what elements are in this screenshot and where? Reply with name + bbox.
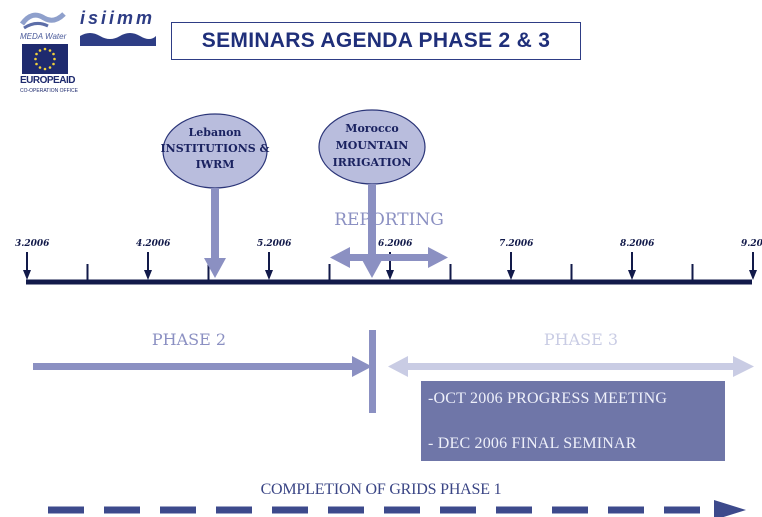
timeline-tick-labels: 3.2006 4.2006 5.2006 6.2006 7.2006 8.2006 9.20… xyxy=(15,239,762,249)
month-tick-label: 4.2006 xyxy=(136,239,171,249)
month-tick-label: 5.2006 xyxy=(257,239,292,249)
grids-completion-label: COMPLETION OF GRIDS PHASE 1 xyxy=(260,481,502,498)
month-tick-head xyxy=(23,270,31,280)
month-tick-head xyxy=(144,270,152,280)
dec-final-seminar-text: - DEC 2006 FINAL SEMINAR xyxy=(428,435,637,452)
grids-dashed-arrow xyxy=(48,500,746,517)
reporting-label: REPORTING xyxy=(334,210,444,230)
lebanon-line-2: INSTITUTIONS & xyxy=(161,142,270,155)
cooperation-office-text: CO-OPERATION OFFICE xyxy=(20,88,78,94)
oct-progress-meeting-text: -OCT 2006 PROGRESS MEETING xyxy=(428,390,668,407)
month-tick-label: 6.2006 xyxy=(378,239,413,249)
month-tick-label: 9.2006 xyxy=(741,239,762,249)
meda-water-wave-icon xyxy=(19,12,66,30)
phase3-label: PHASE 3 xyxy=(544,330,618,349)
month-tick-head xyxy=(749,270,757,280)
month-tick-label: 8.2006 xyxy=(620,239,655,249)
morocco-line-3: IRRIGATION xyxy=(333,156,412,169)
timeline-ticks xyxy=(23,252,757,282)
page-title: SEMINARS AGENDA PHASE 2 & 3 xyxy=(171,22,581,60)
reporting-arrow: REPORTING xyxy=(330,210,448,268)
lebanon-arrow-shaft xyxy=(211,188,219,260)
eu-flag-icon xyxy=(22,44,68,74)
lebanon-line-3: IWRM xyxy=(196,158,235,171)
isiimm-wave-icon xyxy=(80,33,156,46)
phase3-arrow: PHASE 3 xyxy=(388,330,754,377)
morocco-line-2: MOUNTAIN xyxy=(336,139,409,152)
lebanon-event: Lebanon INSTITUTIONS & IWRM xyxy=(161,113,270,278)
phase2-arrow: PHASE 2 xyxy=(33,330,372,377)
morocco-arrow-head xyxy=(361,258,383,278)
phase3-events-box: -OCT 2006 PROGRESS MEETING - DEC 2006 FI… xyxy=(421,381,725,461)
logo-group: MEDA Water EUROPEAID CO-OPERATION OFFICE… xyxy=(0,0,160,110)
lebanon-arrow-head xyxy=(204,258,226,278)
phase2-label: PHASE 2 xyxy=(152,330,226,349)
lebanon-line-1: Lebanon xyxy=(189,126,242,139)
meda-water-logo-text: MEDA Water xyxy=(20,32,67,41)
morocco-line-1: Morocco xyxy=(345,122,398,135)
isiimm-logo-text: isiimm xyxy=(80,8,156,28)
month-tick-head xyxy=(507,270,515,280)
phase-divider xyxy=(369,330,376,413)
europeaid-logo-text: EUROPEAID xyxy=(20,75,75,86)
month-tick-head xyxy=(628,270,636,280)
month-tick-label: 7.2006 xyxy=(499,239,534,249)
month-tick-label: 3.2006 xyxy=(15,239,50,249)
morocco-arrow-shaft xyxy=(368,184,376,260)
month-tick-head xyxy=(386,270,394,280)
month-tick-head xyxy=(265,270,273,280)
morocco-event: Morocco MOUNTAIN IRRIGATION xyxy=(318,109,426,278)
